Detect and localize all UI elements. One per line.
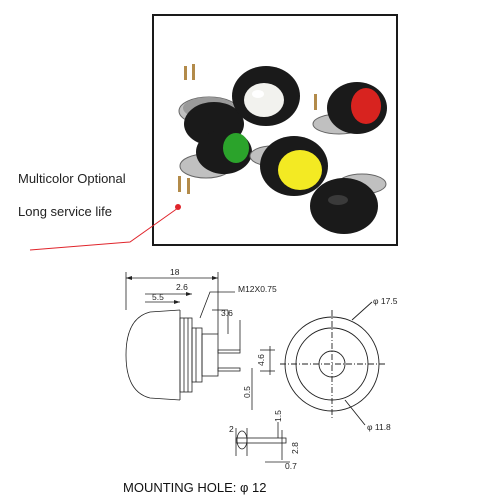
dim-terminal-hole: 1.5 xyxy=(273,410,283,422)
dim-terminal-thickness: 0.7 xyxy=(285,461,297,471)
dim-terminal-tab: 2 xyxy=(229,424,234,434)
green-button-group xyxy=(178,130,252,194)
callout-line xyxy=(29,207,179,251)
cap-outline xyxy=(125,309,181,401)
yellow-button-group xyxy=(249,136,328,196)
black-button-front xyxy=(310,173,387,234)
dim-terminal-offset: 3.6 xyxy=(221,308,233,318)
yellow-cap xyxy=(278,150,322,190)
mounting-hole-label: MOUNTING HOLE: φ 12 xyxy=(123,480,267,495)
feature-service-life: Long service life xyxy=(18,204,112,219)
dim-outer-diameter: φ 17.5 xyxy=(373,296,398,306)
dim-length-b: 5.5 xyxy=(152,292,164,302)
callout-dot xyxy=(175,204,181,210)
dim-terminal-height: 2.8 xyxy=(290,442,300,454)
front-view xyxy=(280,301,385,426)
dim-length-a: 2.6 xyxy=(176,282,188,292)
red-button-group xyxy=(312,82,387,135)
terminal-detail xyxy=(235,422,290,463)
feature-multicolor: Multicolor Optional xyxy=(18,171,126,186)
white-button-group xyxy=(232,66,300,126)
push-buttons-illustration xyxy=(178,64,387,234)
product-photo xyxy=(152,14,398,246)
technical-drawing: 18 2.6 5.5 M12X0.75 3.6 4.6 0.5 φ 17.5 φ… xyxy=(125,267,398,471)
dim-thread: M12X0.75 xyxy=(238,284,277,294)
dim-inner-diameter: φ 11.8 xyxy=(367,422,391,432)
dim-pin-gap: 4.6 xyxy=(256,354,266,366)
dim-pin-width: 0.5 xyxy=(242,386,252,398)
red-cap xyxy=(351,88,381,124)
dim-total-length: 18 xyxy=(170,267,180,277)
green-cap xyxy=(223,133,249,163)
callout xyxy=(29,204,181,251)
